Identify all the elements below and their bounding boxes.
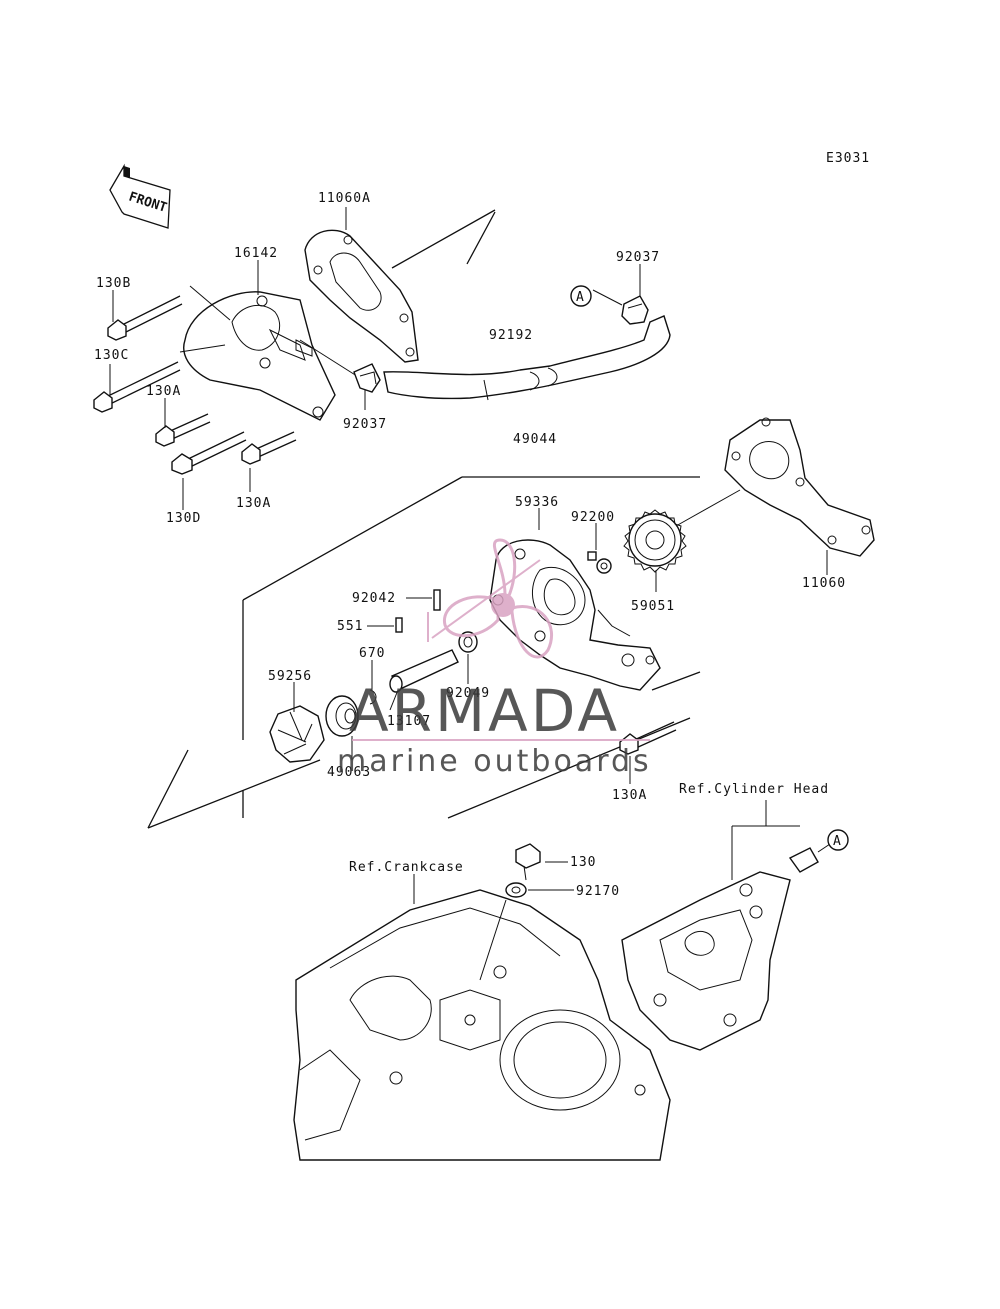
armada-watermark: ARMADA marine outboards [337, 538, 652, 779]
leaders-middle [293, 489, 828, 784]
fitting-cylinder-head [788, 843, 831, 873]
bolt-130 [515, 843, 541, 881]
label-59336: 59336 [515, 495, 559, 510]
callout-a-lower-text: A [833, 834, 842, 849]
pump-body-59336 [489, 539, 661, 691]
clamp-92037-2 [621, 295, 649, 325]
label-130a-3: 130A [612, 788, 647, 803]
gasket-11060 [724, 417, 875, 557]
label-ref-crankcase: Ref.Crankcase [349, 860, 464, 875]
group-divider-lines [147, 209, 701, 829]
label-92192: 92192 [489, 328, 533, 343]
label-130c: 130C [94, 348, 129, 363]
bolt-130a-2 [241, 431, 297, 465]
pump-cover-16142 [183, 291, 336, 421]
impeller-59256 [269, 705, 325, 763]
bolt-130b [107, 295, 183, 341]
pin-92042 [433, 589, 441, 611]
label-11060a: 11060A [318, 191, 371, 206]
watermark-brand: ARMADA [349, 677, 620, 745]
gasket-11060a [304, 229, 419, 363]
front-arrow-icon: FRONT [109, 163, 171, 229]
label-16142: 16142 [234, 246, 278, 261]
label-130a-1: 130A [146, 384, 181, 399]
label-13107: 13107 [387, 714, 431, 729]
label-130b: 130B [96, 276, 131, 291]
mechanical-seal-49063 [325, 695, 359, 737]
crankcase-ref [293, 889, 671, 1161]
label-92037-2: 92037 [616, 250, 660, 265]
pin-551 [395, 617, 403, 633]
bolt-130c [93, 361, 181, 413]
label-670: 670 [359, 646, 385, 661]
callout-a-lower: A [827, 829, 849, 851]
label-59051: 59051 [631, 599, 675, 614]
label-92049: 92049 [446, 686, 490, 701]
ring-670 [369, 689, 377, 705]
gear-59051 [623, 509, 687, 573]
callout-a-text: A [576, 290, 585, 305]
diagram-code: E3031 [826, 151, 870, 166]
label-92170: 92170 [576, 884, 620, 899]
watermark-tagline: marine outboards [337, 744, 652, 779]
label-92037-1: 92037 [343, 417, 387, 432]
leaders-upper [109, 207, 641, 510]
clamp-92037-1 [353, 363, 381, 393]
label-59256: 59256 [268, 669, 312, 684]
label-49063: 49063 [327, 765, 371, 780]
cylinder-head-ref [621, 871, 791, 1051]
part-labels: 11060A 16142 130B 130C 130A 130D 130A 92… [94, 191, 846, 899]
label-551: 551 [337, 619, 363, 634]
hose-92192 [383, 315, 671, 401]
leaders-lower [413, 800, 800, 981]
label-130a-2: 130A [236, 496, 271, 511]
callout-a-upper: A [570, 285, 592, 307]
bolt-130a-1 [155, 413, 211, 447]
label-ref-cylinder-head: Ref.Cylinder Head [679, 782, 829, 797]
label-92200: 92200 [571, 510, 615, 525]
label-49044: 49044 [513, 432, 557, 447]
shaft-13107 [389, 649, 459, 693]
label-11060: 11060 [802, 576, 846, 591]
label-92042: 92042 [352, 591, 396, 606]
armada-logo-icon [427, 538, 554, 659]
bolt-130d [171, 431, 247, 475]
washer-92170 [505, 882, 527, 898]
washer-92200 [587, 551, 612, 574]
label-130: 130 [570, 855, 596, 870]
label-130d: 130D [166, 511, 201, 526]
